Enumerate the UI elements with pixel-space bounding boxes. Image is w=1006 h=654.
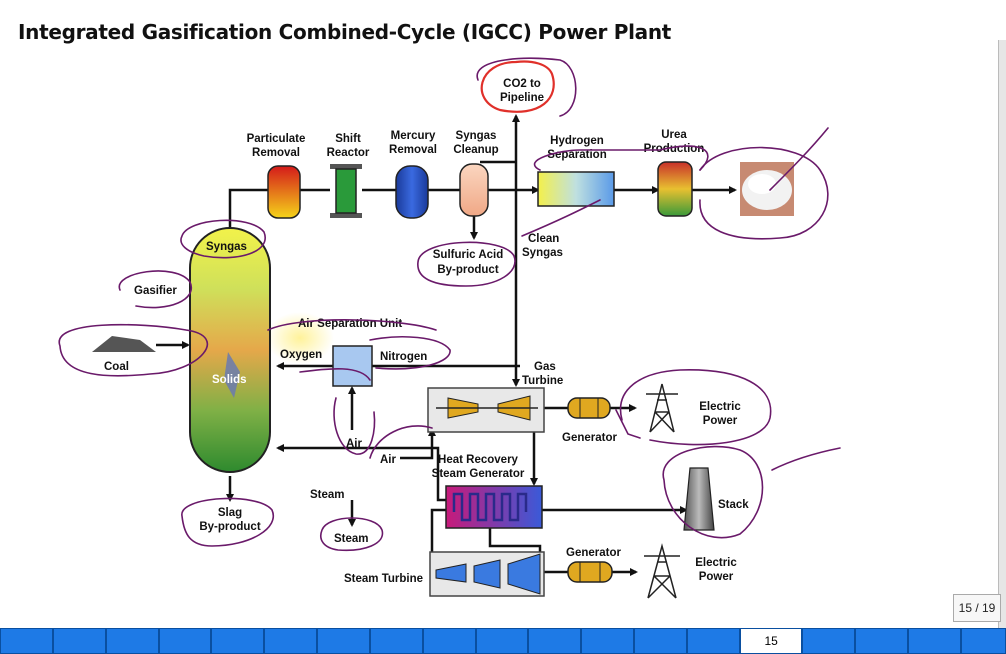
oxygen-label: Oxygen	[280, 349, 322, 361]
slide-thumb[interactable]	[0, 628, 53, 654]
air-label-2: Air	[380, 454, 397, 466]
slide-thumb[interactable]	[802, 628, 856, 654]
generator-2-label: Generator	[566, 547, 621, 559]
slide-thumbnail-strip[interactable]: 15	[0, 628, 1006, 654]
power-tower-1-icon	[646, 383, 678, 433]
slide-thumb[interactable]	[634, 628, 687, 654]
generator-1-label: Generator	[562, 432, 617, 444]
syngas-label: Syngas	[206, 241, 247, 253]
slide-thumb[interactable]	[528, 628, 582, 654]
slide-thumb[interactable]	[52, 628, 106, 654]
slide-title: Integrated Gasification Combined-Cycle (…	[18, 20, 672, 44]
mercury-removal-unit	[395, 165, 429, 219]
air-label-1: Air	[346, 438, 363, 450]
solids-label: Solids	[212, 374, 247, 386]
gasifier-label: Gasifier	[134, 285, 177, 297]
stack	[683, 467, 715, 531]
power-tower-2-icon	[644, 543, 680, 599]
slide-thumb[interactable]	[855, 628, 909, 654]
slide-thumb[interactable]	[475, 628, 529, 654]
window-edge	[998, 40, 1006, 628]
steam-label-1: Steam	[310, 489, 345, 501]
slide-thumb[interactable]	[581, 628, 635, 654]
slide-thumb[interactable]	[317, 628, 370, 654]
page-indicator: 15 / 19	[953, 594, 1001, 622]
hydrogen-separation-unit	[537, 171, 615, 207]
slide-thumb[interactable]	[158, 628, 212, 654]
syngas-cleanup-unit	[459, 163, 489, 217]
slide-thumb[interactable]	[264, 628, 318, 654]
coal-pile	[92, 336, 156, 352]
current-slide-number[interactable]: 15	[739, 628, 803, 654]
stack-label: Stack	[718, 499, 749, 511]
hrsg-unit	[445, 485, 543, 529]
urea-production-unit	[657, 161, 693, 217]
air-separation-unit	[332, 345, 373, 387]
gas-turbine	[427, 387, 545, 433]
slide-thumb[interactable]	[211, 628, 265, 654]
slide-thumb[interactable]	[422, 628, 476, 654]
generator-1	[567, 397, 611, 419]
nitrogen-label: Nitrogen	[380, 351, 427, 363]
generator-2	[567, 561, 613, 583]
handwritten-annotations	[58, 57, 841, 552]
slide-thumb[interactable]	[960, 628, 1006, 654]
flow-lines	[156, 116, 737, 572]
shift-reactor-unit	[330, 164, 362, 218]
slide-thumb[interactable]	[369, 628, 423, 654]
urea-product-image	[740, 162, 794, 216]
slide-thumb[interactable]	[105, 628, 159, 654]
steam-turbine-label: Steam Turbine	[344, 573, 423, 585]
coal-label: Coal	[104, 361, 129, 373]
particulate-removal-unit	[267, 165, 301, 219]
slide-thumb[interactable]	[908, 628, 961, 654]
steam-turbine	[429, 551, 545, 597]
slide-thumb[interactable]	[686, 628, 740, 654]
steam-label-2: Steam	[334, 533, 369, 545]
